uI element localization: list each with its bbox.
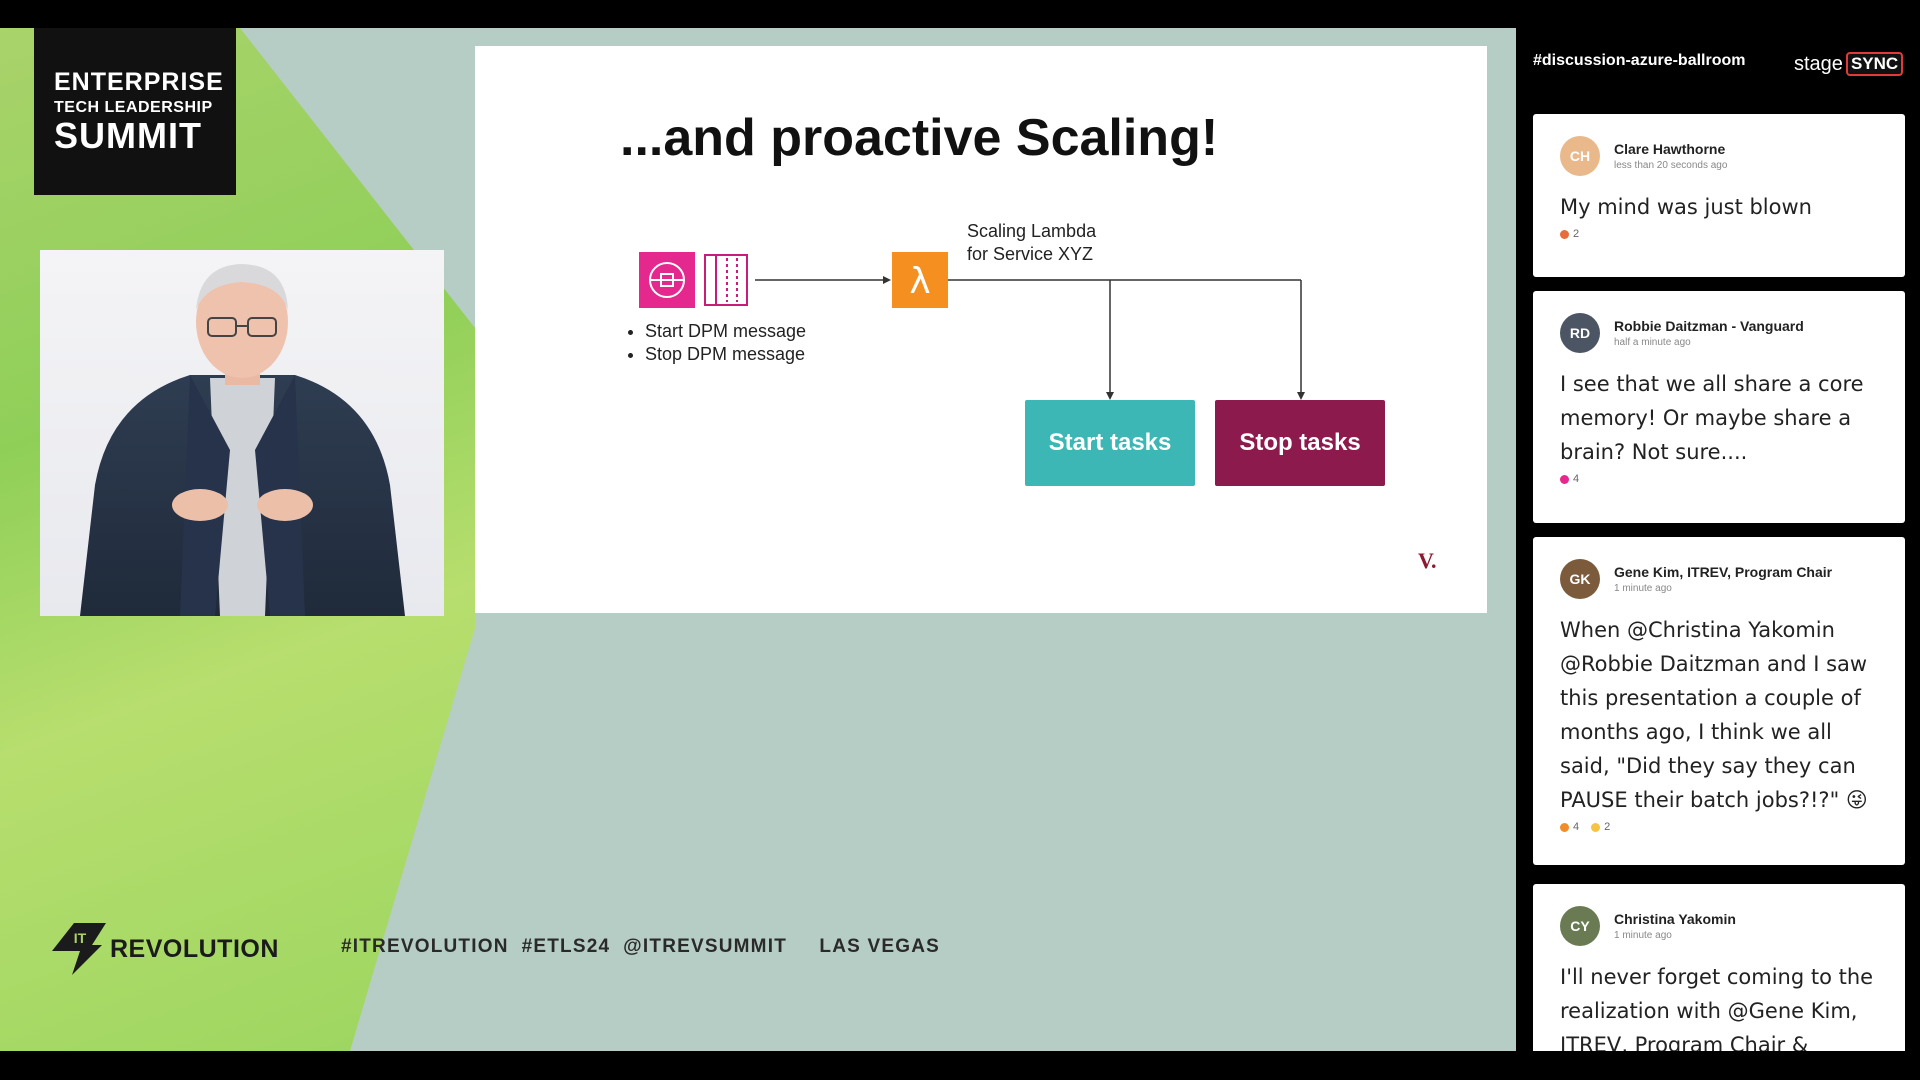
author-name: Christina Yakomin [1614,911,1736,927]
summit-logo-line2: TECH LEADERSHIP [54,99,213,116]
avatar: GK [1560,559,1600,599]
message-text: I'll never forget coming to the realizat… [1560,965,1874,1057]
message-time: 1 minute ago [1614,930,1672,941]
it-lightning-icon: IT [52,923,106,975]
presentation-slide: ...and proactive Scaling! λ [475,46,1487,613]
reaction-chip[interactable]: 2 [1591,821,1610,833]
reaction-chip[interactable]: 2 [1560,228,1579,240]
reaction-count: 2 [1604,821,1611,833]
reaction-chip[interactable]: 4 [1560,473,1579,485]
reaction-count: 2 [1573,228,1580,240]
stagesync-logo-stage: stage [1794,52,1843,75]
message-reactions: 4 2 [1560,821,1878,833]
avatar: CH [1560,136,1600,176]
chat-sidebar: #discussion-azure-ballroom stage SYNC CH… [1516,28,1920,1064]
author-name: Robbie Daitzman - Vanguard [1614,318,1804,334]
lambda-label-line2: for Service XYZ [967,244,1094,264]
message-time: half a minute ago [1614,337,1691,348]
message-header: CH Clare Hawthorne less than 20 seconds … [1560,136,1878,176]
queue-icon [704,254,748,306]
reaction-count: 4 [1573,473,1580,485]
summit-logo-line3: SUMMIT [54,115,202,156]
main-stage: ENTERPRISE TECH LEADERSHIP SUMMIT ... [0,28,1516,1051]
summit-logo-line1: ENTERPRISE [54,68,224,96]
reaction-icon [1560,822,1569,832]
avatar: CY [1560,906,1600,946]
reaction-count: 4 [1573,821,1580,833]
bottom-letterbox [0,1051,1920,1080]
event-hashtags: #ITREVOLUTION #ETLS24 @ITREVSUMMIT LAS V… [341,936,940,957]
chat-message-card: GK Gene Kim, ITREV, Program Chair 1 minu… [1533,537,1905,865]
architecture-diagram: λ [639,252,1305,400]
chat-message-card: CH Clare Hawthorne less than 20 seconds … [1533,114,1905,277]
revolution-wordmark: REVOLUTION [110,934,279,963]
author-name: Gene Kim, ITREV, Program Chair [1614,564,1833,580]
stagesync-logo: stage SYNC [1794,52,1904,76]
summit-logo: ENTERPRISE TECH LEADERSHIP SUMMIT [34,28,236,195]
reaction-icon [1560,474,1569,484]
start-tasks-box: Start tasks [1025,400,1195,486]
it-logo-text: IT [74,930,87,946]
message-meta: Gene Kim, ITREV, Program Chair 1 minute … [1614,564,1832,594]
message-reactions: 2 [1560,228,1878,240]
chat-message-card: RD Robbie Daitzman - Vanguard half a min… [1533,291,1905,523]
lambda-label: Scaling Lambda for Service XYZ [967,220,1096,266]
it-revolution-logo: IT REVOLUTION [52,923,279,975]
chat-message-card: CY Christina Yakomin 1 minute ago I'll n… [1533,884,1905,1064]
message-reactions: 4 [1560,473,1878,485]
message-text: I see that we all share a core memory! O… [1560,372,1864,464]
message-header: CY Christina Yakomin 1 minute ago [1560,906,1878,946]
lambda-label-line1: Scaling Lambda [967,221,1097,241]
message-header: GK Gene Kim, ITREV, Program Chair 1 minu… [1560,559,1878,599]
message-meta: Clare Hawthorne less than 20 seconds ago [1614,141,1727,171]
author-name: Clare Hawthorne [1614,141,1726,157]
stop-tasks-box: Stop tasks [1215,400,1385,486]
reaction-icon [1591,822,1601,832]
vanguard-logo: V. [1418,548,1437,573]
speaker-video [40,250,444,616]
bullet-start-message: Start DPM message [645,320,806,343]
message-text: When @Christina Yakomin @Robbie Daitzman… [1560,618,1868,812]
speaker-figure [80,264,405,616]
message-time: less than 20 seconds ago [1614,160,1728,171]
message-meta: Robbie Daitzman - Vanguard half a minute… [1614,318,1804,348]
reaction-icon [1560,229,1569,239]
stagesync-logo-sync: SYNC [1845,52,1904,76]
message-bullet-list: Start DPM message Stop DPM message [620,320,806,366]
message-text: My mind was just blown [1560,195,1812,219]
message-header: RD Robbie Daitzman - Vanguard half a min… [1560,313,1878,353]
svg-text:λ: λ [909,261,930,302]
slide-title: ...and proactive Scaling! [620,109,1219,167]
avatar: RD [1560,313,1600,353]
bullet-stop-message: Stop DPM message [645,343,806,366]
message-meta: Christina Yakomin 1 minute ago [1614,911,1736,941]
reaction-chip[interactable]: 4 [1560,821,1579,833]
lambda-icon: λ [892,252,948,308]
message-time: 1 minute ago [1614,583,1672,594]
channel-name: #discussion-azure-ballroom [1533,52,1746,69]
sqs-icon [639,252,695,308]
